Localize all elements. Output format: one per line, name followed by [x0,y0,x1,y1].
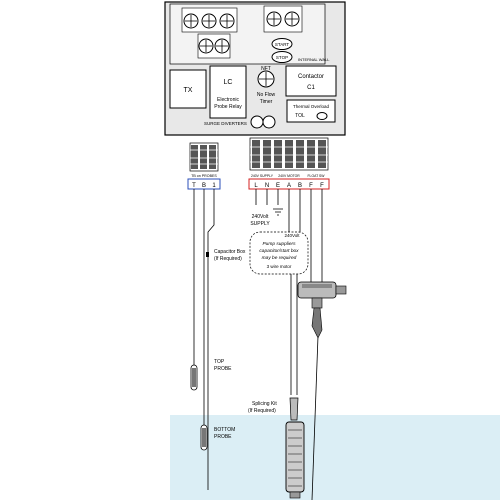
pump-note-voltage: 240Volt [284,233,300,238]
splicing-kit-label: Splicing Kit [252,401,277,407]
stop-button[interactable] [271,51,293,63]
float-wire [311,335,319,500]
dial-group-left [181,7,238,59]
pump-note-line3: may be required [262,255,297,261]
terminal-f1: F [309,183,313,189]
thermal-overload-label: Thermal Overload [293,104,330,109]
supply-wire [255,189,279,205]
capacitor-box-required: (If Required) [214,256,242,262]
tx-box [169,69,207,109]
splicing-kit-required: (If Required) [248,408,276,414]
main-terminal-header-supply: 240V SUPPLY [251,174,274,178]
stop-label: STOP [276,55,288,60]
contactor-c1: C1 [307,85,315,91]
wires [193,189,323,500]
probe-wire [207,189,215,490]
pump-note-line4: 3 wire motor [267,264,292,269]
splicing-kit-icon [289,397,299,421]
supply-label: SUPPLY [250,221,270,227]
contactor-label: Contactor [298,74,324,80]
surge-diverter-icon [250,115,264,129]
pump-note-line1: Pump suppliers [262,241,296,247]
surge-diverters-label: SURGE DIVERTERS [204,121,247,126]
bottom-probe [200,424,208,451]
start-label: START [275,42,290,47]
lc-box [209,65,247,119]
capacitor-tick [206,252,209,257]
supply-voltage-label: 240Volt [252,214,269,220]
dial-group-right [263,5,303,33]
pump-note-line2: capacitor/start box [259,248,299,254]
start-button[interactable] [271,38,293,50]
water-area [170,415,500,500]
main-terminal-header-motor: 240V MOTOR [278,174,300,178]
nft-sub2: Timer [260,99,273,105]
top-probe [190,364,198,391]
pump-note-box [249,231,309,275]
probe-terminal-b: B [202,183,206,189]
terminal-b: B [298,183,302,189]
terminal-l: L [254,183,258,189]
tol-label: TOL [295,113,305,119]
probe-terminal-t: T [192,183,196,189]
probe-terminal-1: 1 [212,183,216,189]
probe-terminal-header: TB on PROBES [191,174,217,178]
terminal-a: A [287,183,291,189]
float-wire [310,189,323,282]
float-switch [297,281,347,339]
contactor-box [285,65,337,97]
top-probe-label-2: PROBE [214,366,232,372]
bottom-probe-label-2: PROBE [214,434,232,440]
bottom-probe-label-1: BOTTOM [214,427,235,433]
tx-label: TX [184,87,193,94]
capacitor-box-label: Capacitor Box [214,249,246,255]
tol-reset-button[interactable] [316,112,328,120]
terminal-n: N [265,183,269,189]
lc-sub1: Electronic [217,97,239,103]
terminal-e: E [276,183,280,189]
motor-wire [290,272,298,395]
surge-diverter-icon [262,115,276,129]
probe-terminal-block [189,142,219,172]
submersible-pump [285,421,305,499]
lc-sub2: Probe Relay [214,104,242,110]
lc-label: LC [224,79,233,86]
main-terminal-block [249,137,329,171]
motor-wire [288,189,301,232]
terminal-f2: F [320,183,324,189]
internal-wall-label: INTERNAL WALL [298,57,330,62]
main-terminal-header-run: FLOAT SW [307,174,325,178]
top-probe-label-1: TOP [214,359,225,365]
nft-label: NFT [261,66,271,72]
nft-sub1: No Flow [257,92,276,98]
